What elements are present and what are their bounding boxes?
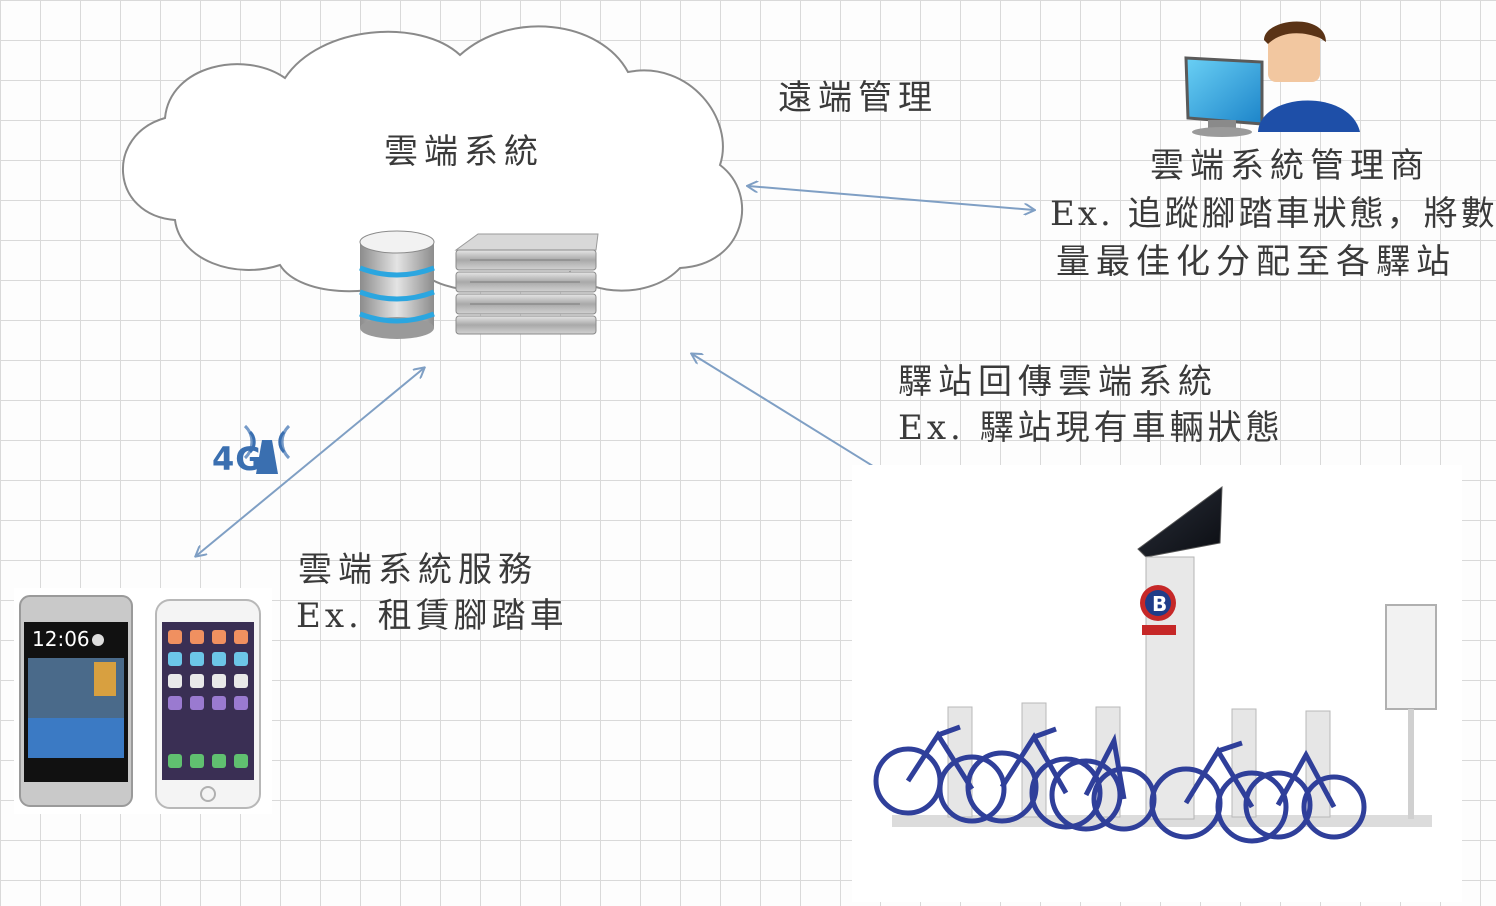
cloud-service-title: 雲端系統服務 xyxy=(298,550,538,590)
bikes xyxy=(873,724,1367,844)
arrow-cloud-phones xyxy=(196,368,424,556)
smartphone-iphone-icon xyxy=(155,599,261,809)
info-board xyxy=(1385,604,1437,710)
solar-panel xyxy=(1137,485,1223,558)
arrow-cloud-admin xyxy=(748,186,1034,210)
station-sign: B xyxy=(1152,592,1167,616)
station-report-title: 驛站回傳雲端系統 xyxy=(898,362,1218,402)
remote-management-label: 遠端管理 xyxy=(778,78,938,118)
phone-clock: 12:06 xyxy=(32,627,90,651)
cloud-service-description: Ex. 租賃腳踏車 xyxy=(296,596,568,636)
admin-title: 雲端系統管理商 xyxy=(1150,146,1430,186)
admin-description-line1: Ex. 追蹤腳踏車狀態，將數 xyxy=(1050,194,1496,234)
database-icon xyxy=(359,230,435,339)
network-4g-label: 4G xyxy=(212,440,263,478)
bike-station-photo: B xyxy=(852,465,1462,902)
phones-illustration: 12:06 xyxy=(19,595,261,809)
phones-image: 12:06 xyxy=(14,588,272,814)
cloud-system-label: 雲端系統 xyxy=(384,132,544,172)
admin-user-icon xyxy=(1184,21,1360,137)
station-report-description: Ex. 驛站現有車輛狀態 xyxy=(898,408,1284,448)
server-rack-icon xyxy=(454,233,599,335)
bike-station-illustration: B xyxy=(873,485,1437,844)
admin-description-line2: 量最佳化分配至各驛站 xyxy=(1056,242,1456,282)
smartphone-android-icon xyxy=(19,595,133,807)
